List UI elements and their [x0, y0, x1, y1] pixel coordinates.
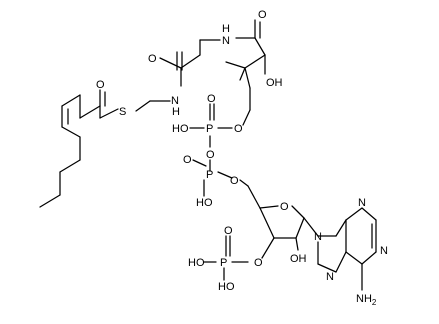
phosphate-3-hydroxyl-b-label: HO: [218, 281, 235, 293]
phosphate-1-hydroxyl-label: HO: [172, 123, 189, 135]
phosphorus-2-label: P: [206, 169, 213, 181]
amide-nitrogen-2-label: N: [222, 35, 230, 47]
atom-labels: S O N H O N H O OH O HO P O O O P O HO O…: [96, 9, 388, 307]
thioester-oxygen-label: O: [96, 79, 105, 91]
purine-n3-label: N: [380, 245, 388, 257]
phosphorus-1-label: P: [206, 123, 213, 135]
amide-oxygen-1-label: O: [148, 53, 157, 65]
amino-subscript-text: 2: [372, 298, 377, 307]
ribose-ring-oxygen-label: O: [280, 201, 289, 213]
phosphate-2-hydroxyl-label: HO: [196, 197, 213, 209]
pantoate-hydroxyl-label: OH: [266, 77, 283, 89]
phosphorus-3-label: P: [220, 257, 227, 269]
ribose-hydroxyl-label: OH: [290, 253, 307, 265]
phosphate-3-oxo-label: O: [224, 225, 233, 237]
bridging-oxygen-label: O: [206, 149, 215, 161]
amide-hydrogen-1-label: H: [172, 106, 180, 118]
amino-nh-text: NH: [356, 293, 372, 305]
purine-n9-label: N: [314, 231, 322, 243]
phosphate-3-link-oxygen-label: O: [254, 257, 263, 269]
amino-group-label: NH2: [356, 293, 377, 307]
phosphate-2-oxo-label: O: [183, 154, 192, 166]
amide-nitrogen-1-label: N: [171, 95, 179, 107]
purine-n1-label: N: [358, 197, 366, 209]
bond-lines: [39, 19, 377, 291]
phosphate-1-oxo-label: O: [207, 93, 216, 105]
purine-n7-label: N: [326, 271, 334, 283]
phosphate-3-hydroxyl-a-label: HO: [188, 257, 205, 269]
amide-oxygen-2-label: O: [258, 9, 267, 21]
sulfur-label: S: [119, 106, 126, 118]
phosphate-2-link-oxygen-label: O: [230, 175, 239, 187]
amide-hydrogen-2-label: H: [222, 23, 230, 35]
phosphate-1-link-oxygen-label: O: [234, 123, 243, 135]
